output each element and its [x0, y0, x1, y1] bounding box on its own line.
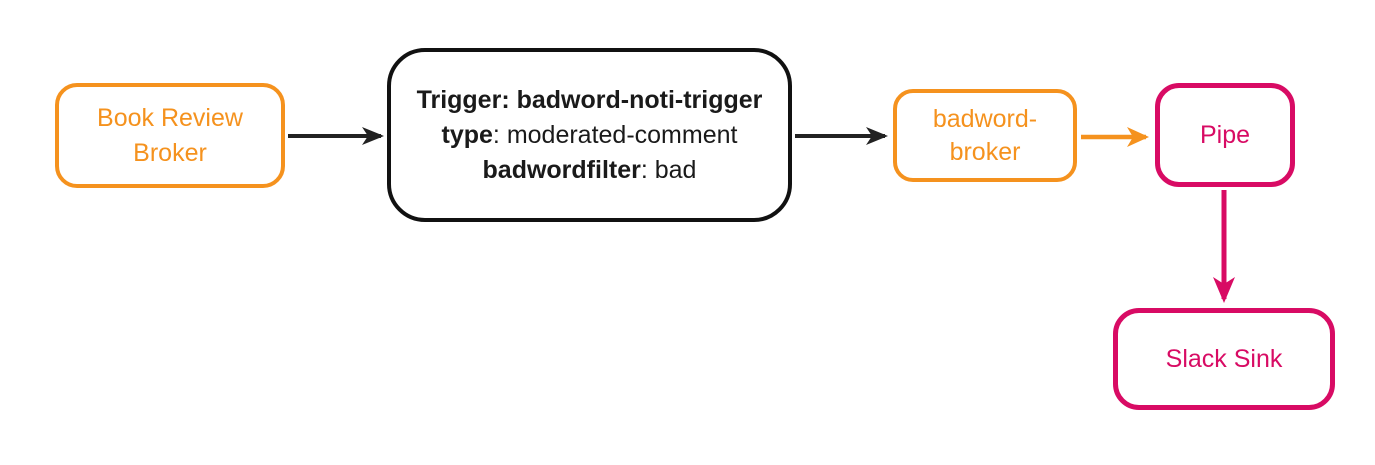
- trigger-line-1: Trigger: badword-noti-trigger: [417, 83, 763, 118]
- trigger-text: Trigger: badword-noti-trigger type: mode…: [417, 83, 763, 188]
- trigger-line-3: badwordfilter: bad: [417, 153, 763, 188]
- trigger-line-2-value: : moderated-comment: [492, 120, 738, 149]
- node-book-review-broker-label: Book Review Broker: [97, 103, 243, 167]
- node-trigger: Trigger: badword-noti-trigger type: mode…: [387, 48, 792, 222]
- trigger-line-1-text: Trigger: badword-noti-trigger: [416, 85, 763, 114]
- node-pipe-label: Pipe: [1199, 120, 1251, 149]
- node-badword-broker: badword-broker: [893, 89, 1077, 182]
- node-slack-sink-label: Slack Sink: [1165, 344, 1283, 373]
- node-badword-broker-label: badword-broker: [932, 104, 1038, 166]
- trigger-line-3-value: : bad: [640, 155, 697, 184]
- node-slack-sink: Slack Sink: [1113, 308, 1335, 410]
- trigger-line-2: type: moderated-comment: [417, 118, 763, 153]
- node-pipe: Pipe: [1155, 83, 1295, 187]
- trigger-line-3-key: badwordfilter: [482, 155, 641, 184]
- node-book-review-broker: Book Review Broker: [55, 83, 285, 188]
- trigger-line-2-key: type: [441, 120, 493, 149]
